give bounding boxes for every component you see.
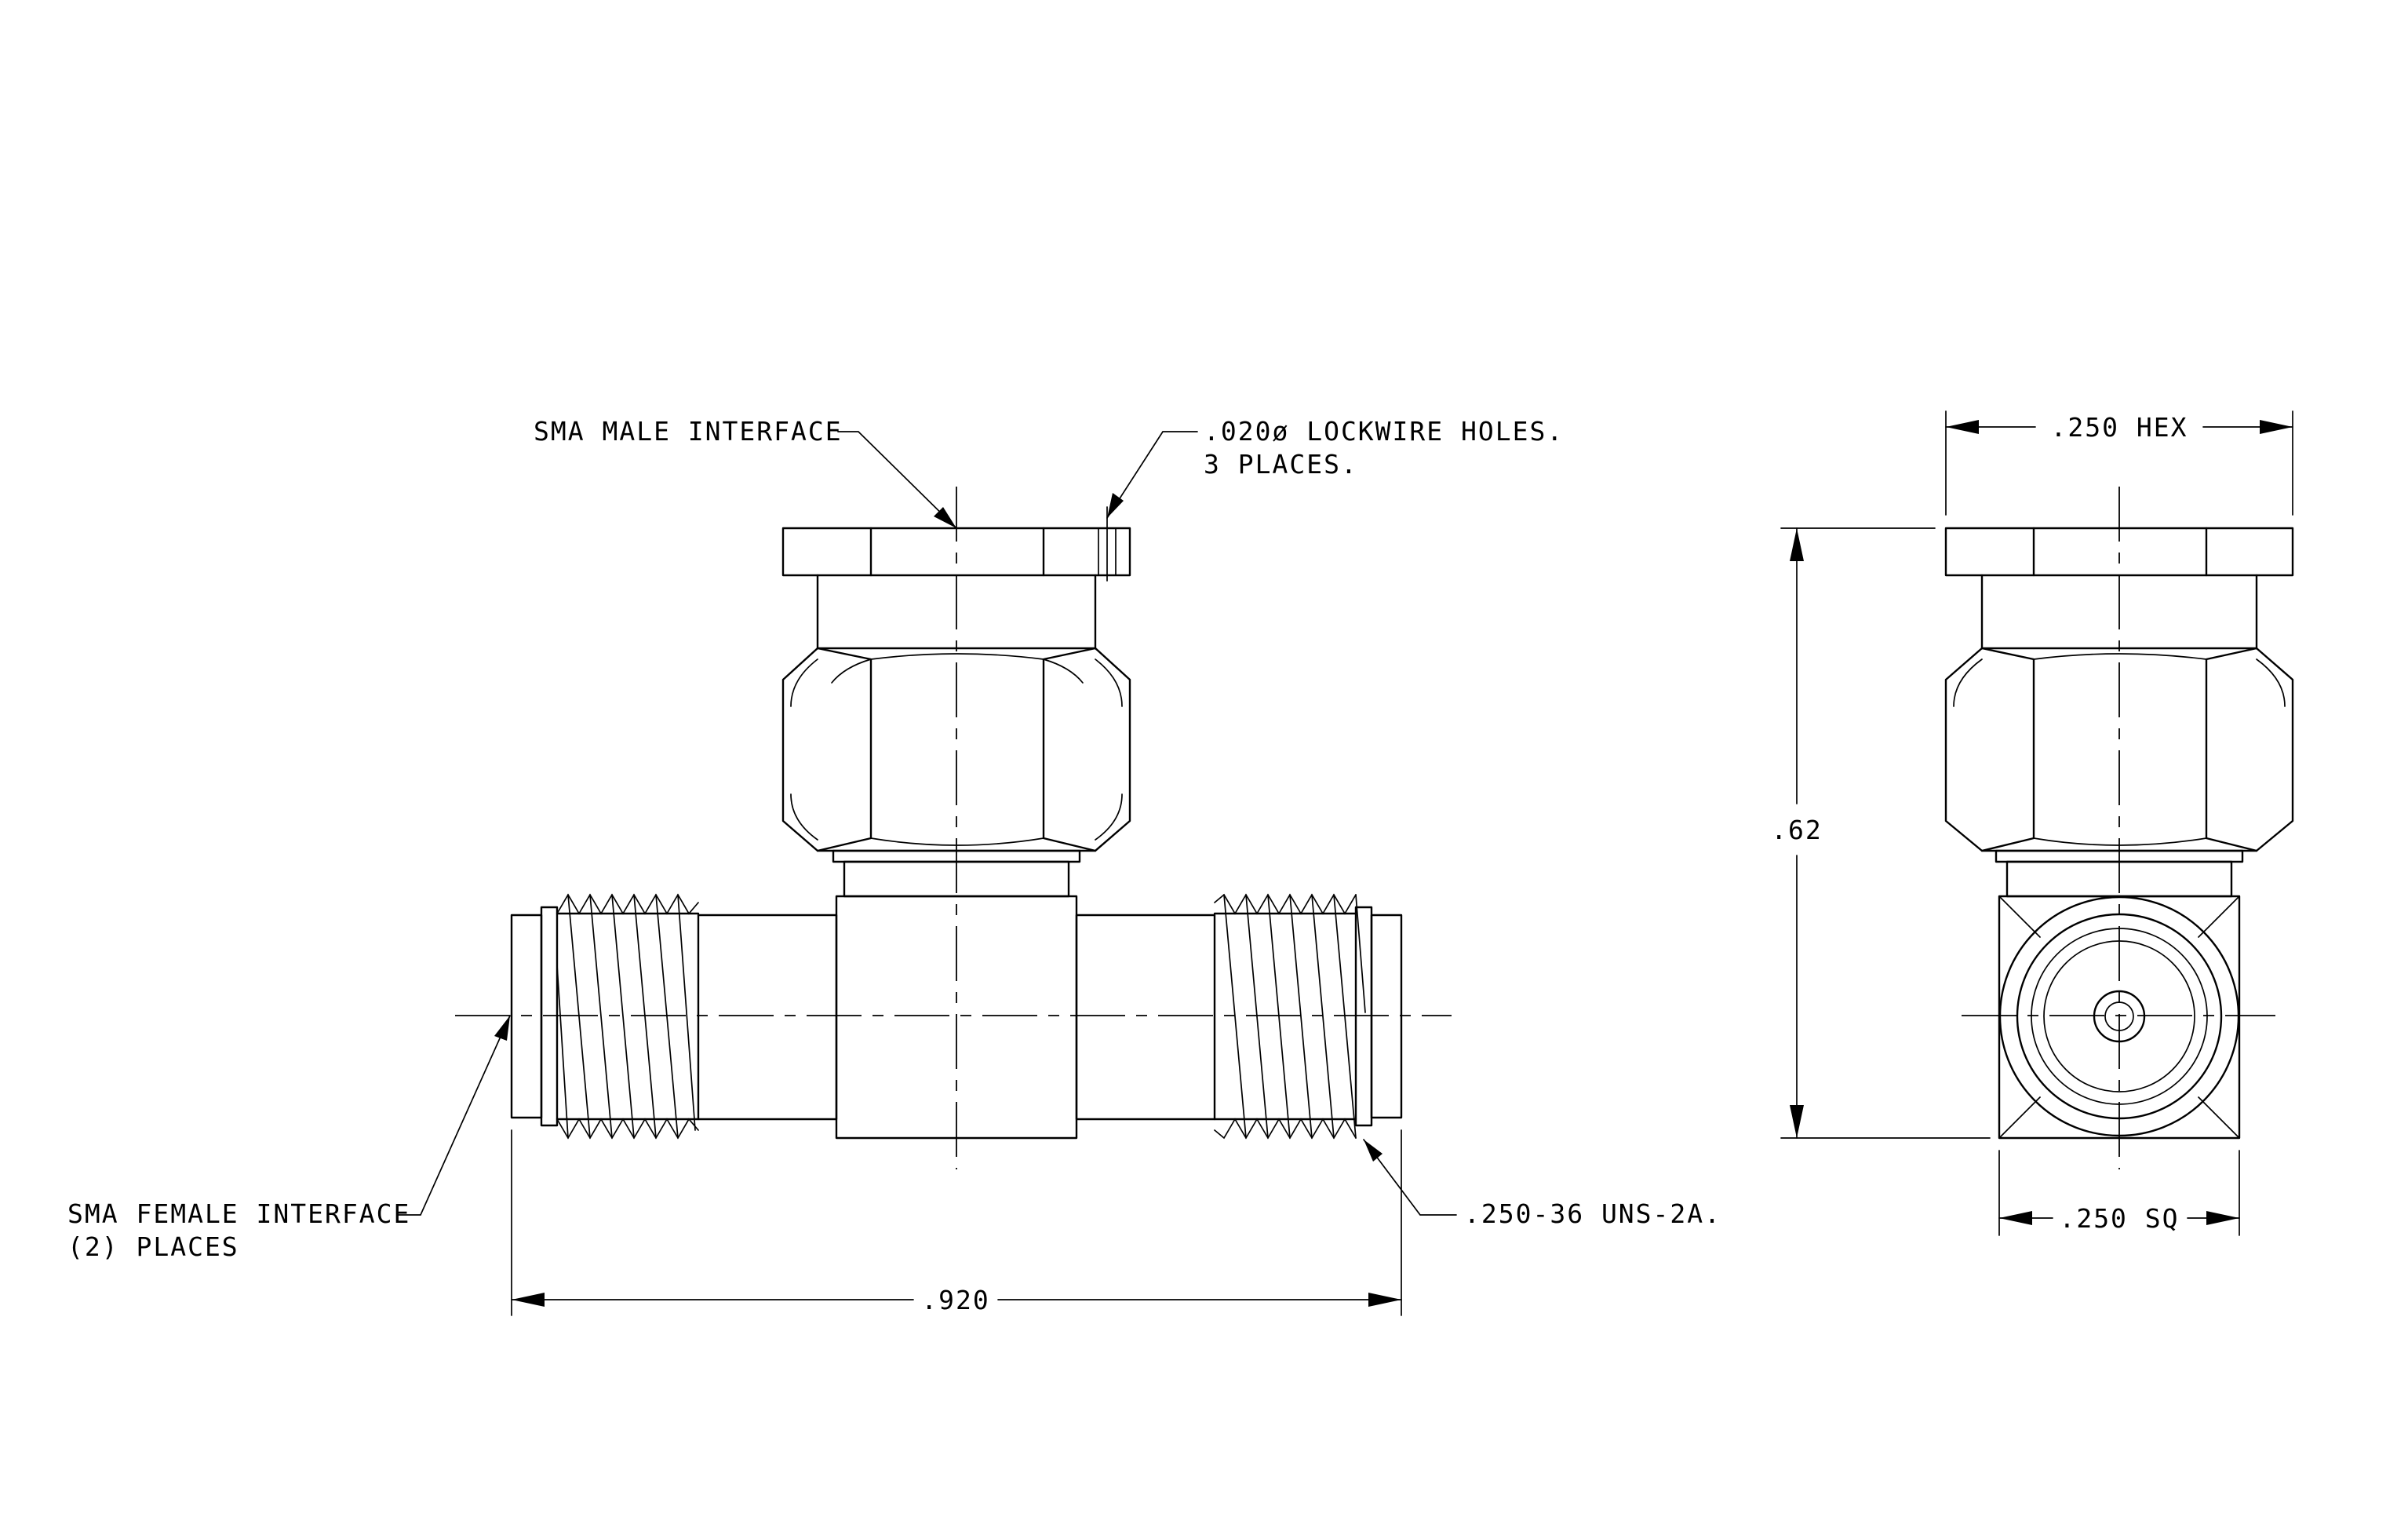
height-value: .62 xyxy=(1771,815,1823,845)
square-width-dimension xyxy=(1998,1150,2240,1236)
female-interface-label-line2: (2) PLACES xyxy=(67,1231,239,1262)
thread-spec-leader xyxy=(1363,1139,1457,1216)
lockwire-label-line2: 3 PLACES. xyxy=(1204,449,1358,480)
square-width-value: .250 SQ xyxy=(2059,1203,2179,1234)
male-interface-leader xyxy=(837,431,957,529)
thread-spec-label: .250-36 UNS-2A. xyxy=(1464,1198,1721,1229)
height-dimension xyxy=(1780,527,1991,1139)
left-female-arm xyxy=(510,893,838,1140)
side-view: SMA MALE INTERFACE .020ø LOCKWIRE HOLES.… xyxy=(67,416,1721,1316)
overall-length-dimension xyxy=(511,1129,1402,1316)
right-female-arm xyxy=(1075,893,1403,1140)
hex-width-dimension xyxy=(1945,410,2293,516)
female-interface-leader xyxy=(398,1015,511,1216)
male-interface-label: SMA MALE INTERFACE xyxy=(534,416,843,447)
female-interface-label-line1: SMA FEMALE INTERFACE xyxy=(67,1198,410,1229)
hex-width-value: .250 HEX xyxy=(2051,412,2188,443)
lockwire-label-line1: .020ø LOCKWIRE HOLES. xyxy=(1204,416,1564,447)
lockwire-leader xyxy=(1106,431,1198,519)
overall-length-value: .920 xyxy=(921,1285,989,1315)
end-view: .250 HEX .62 .250 SQ xyxy=(1771,410,2294,1236)
